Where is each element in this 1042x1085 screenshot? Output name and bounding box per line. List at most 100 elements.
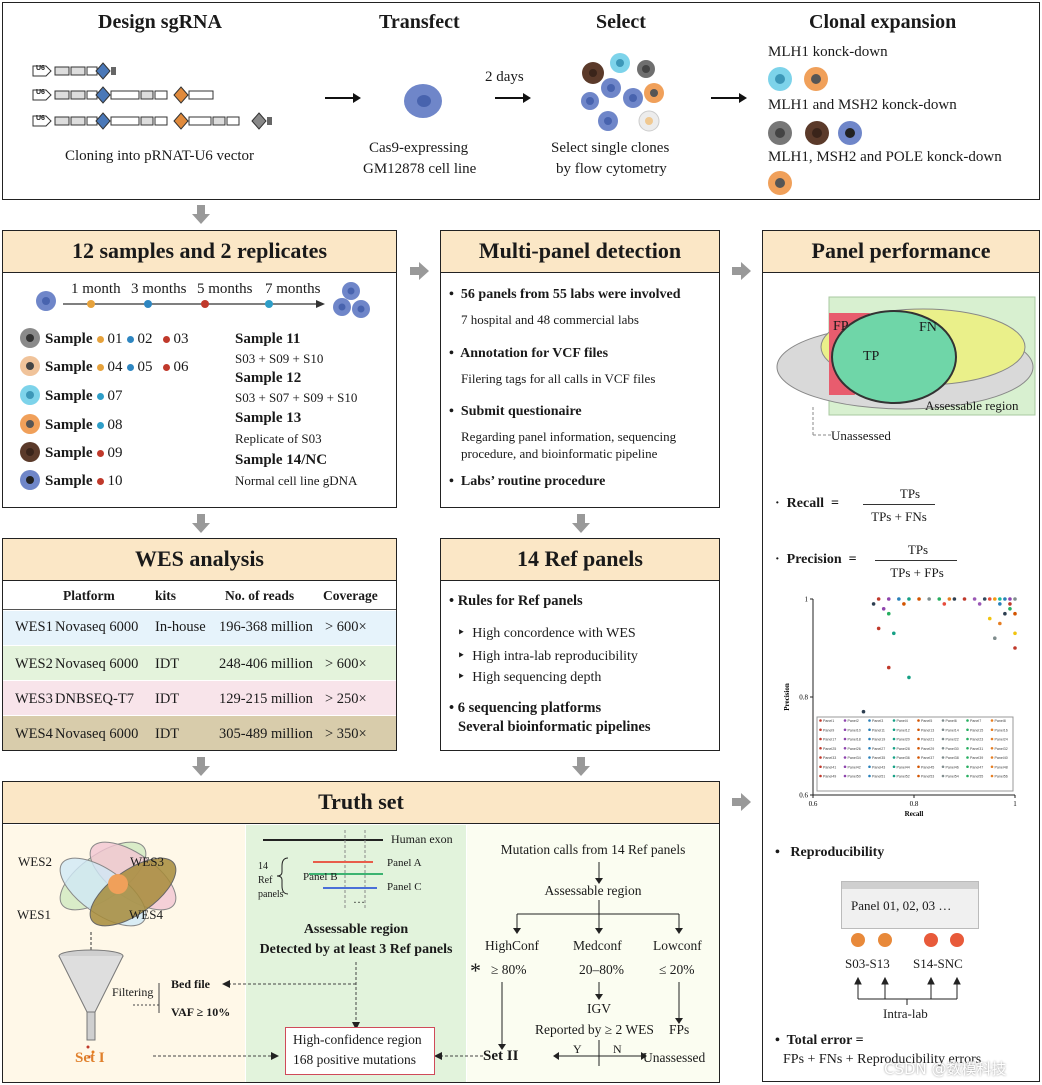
sample-label: Sample (45, 331, 93, 347)
legend-entry: Panel25 (823, 747, 836, 751)
legend-marker (819, 719, 822, 722)
data-point (876, 597, 881, 601)
data-point (942, 602, 947, 606)
legend-marker (917, 756, 920, 759)
legend-entry: Panel4 (897, 719, 908, 723)
legend-marker (917, 719, 920, 722)
mp-b1-text: 56 panels from 55 labs were involved (460, 287, 681, 302)
sample-id: 02 (137, 331, 153, 347)
timeline-7m: 7 months (265, 281, 321, 297)
cell-mixture-icon (581, 53, 664, 132)
data-point (1008, 607, 1012, 611)
u6-label-3: U6 (36, 115, 45, 122)
ref-panels: panels (258, 889, 284, 900)
wes-id: WES1 (15, 619, 53, 635)
legend-entry: Panel45 (921, 765, 934, 769)
legend-entry: Panel13 (921, 728, 934, 732)
rule-1-text: High concordence with WES (472, 626, 636, 641)
rule-3-text: High sequencing depth (472, 670, 602, 685)
data-point (1008, 602, 1012, 606)
human-exon-label: Human exon (391, 832, 453, 846)
legend-marker (868, 737, 871, 741)
legend-entry: Panel15 (970, 728, 983, 732)
legend-marker (819, 746, 822, 750)
sample12-desc: S03 + S07 + S09 + S10 (235, 390, 358, 405)
data-point (897, 597, 901, 601)
mp-bullet-2: • Annotation for VCF files (449, 346, 609, 361)
sample-label: Sample (45, 445, 93, 461)
legend-marker (868, 765, 871, 769)
x-tick-label: 0.8 (910, 800, 919, 808)
data-point (987, 616, 992, 621)
transfect-title: Transfect (379, 11, 460, 33)
medconf-label: Medconf (573, 938, 622, 953)
total-error-label: • Total error = (775, 1033, 864, 1048)
mp-b4-text: Labs’ routine procedure (460, 474, 606, 489)
data-point (886, 597, 891, 601)
samples-box: 12 samples and 2 replicates 1 month 3 mo… (2, 230, 397, 508)
dots-label: … (353, 892, 365, 906)
legend-marker (868, 728, 871, 732)
set2-label: Set II (483, 1048, 519, 1064)
legend-entry: Panel30 (946, 747, 959, 751)
set2-panel (467, 825, 719, 1082)
high-confidence-box (285, 1027, 435, 1075)
month3-dot (126, 335, 134, 343)
highconf-label: HighConf (485, 938, 539, 953)
legend-marker (966, 728, 969, 732)
fps-label: FPs (669, 1022, 690, 1037)
panel-window: Panel 01, 02, 03 … (841, 881, 979, 929)
legend-marker (819, 756, 822, 759)
sample14-title: Sample 14/NC (235, 452, 328, 468)
truthset-title: Truth set (3, 782, 719, 824)
legend-marker (990, 737, 994, 741)
wes-kit: IDT (155, 656, 180, 672)
legend-entry: Panel19 (872, 738, 885, 742)
data-point (952, 597, 957, 601)
legend-entry: Panel29 (921, 747, 934, 751)
wes-cov: > 600× (325, 656, 367, 672)
legend-entry: Panel8 (995, 719, 1006, 723)
legend-marker (941, 728, 945, 732)
legend-entry: Panel44 (897, 765, 910, 769)
wes-reads: 129-215 million (219, 691, 313, 707)
legend-entry: Panel16 (995, 728, 1008, 732)
venn-wes2: WES2 (18, 854, 52, 869)
legend-entry: Panel55 (970, 775, 983, 779)
bed-file-label: Bed file (171, 977, 210, 991)
arrow-3 (711, 93, 747, 103)
legend-entry: Panel31 (970, 747, 983, 751)
pipelines-line: Several bioinformatic pipelines (458, 719, 651, 735)
data-point (881, 607, 886, 611)
legend-entry: Panel26 (848, 747, 861, 751)
wes-platform: DNBSEQ-T7 (55, 691, 134, 707)
arrow-2 (495, 93, 531, 103)
wes-col-reads: No. of reads (225, 588, 295, 603)
data-point (1008, 597, 1012, 601)
right-arrow-3 (732, 793, 751, 811)
recall-label: Recall (786, 496, 824, 511)
igv-label: IGV (587, 1001, 611, 1016)
y-tick-label: 0.8 (799, 694, 808, 702)
legend-entry: Panel33 (823, 756, 836, 760)
hc-mutations-label: 168 positive mutations (293, 1052, 416, 1067)
legend-entry: Panel32 (995, 747, 1008, 751)
legend-marker (892, 737, 896, 741)
data-point (972, 597, 977, 601)
ref-14: 14 (258, 861, 268, 872)
rules-text: Rules for Ref panels (457, 593, 583, 609)
mp-bullet-4: • Labs’ routine procedure (449, 474, 606, 489)
funnel-icon (58, 932, 124, 1059)
assessable-right-label: Assessable region (544, 883, 642, 898)
sample-id: 10 (107, 473, 123, 489)
legend-marker (843, 746, 847, 750)
legend-marker (843, 728, 847, 732)
reported-label: Reported by ≥ 2 WES (535, 1022, 654, 1037)
legend-entry: Panel46 (946, 765, 959, 769)
legend-marker (941, 719, 945, 722)
filter-bracket (133, 983, 160, 1013)
sample-id: 05 (137, 359, 153, 375)
